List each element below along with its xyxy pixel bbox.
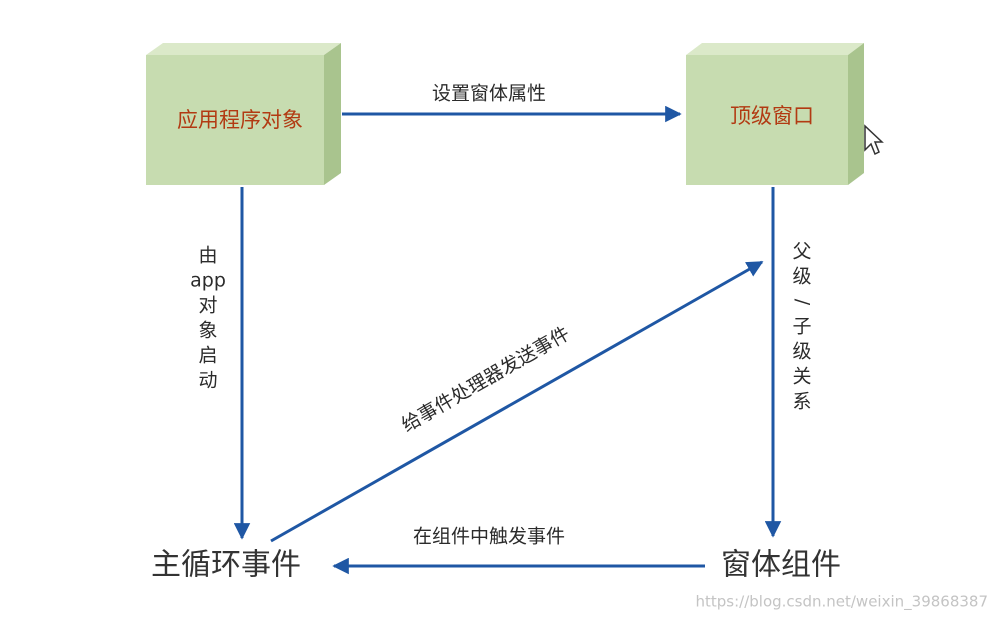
watermark-text: https://blog.csdn.net/weixin_39868387 xyxy=(695,593,988,612)
vertical-label-glyph: 系 xyxy=(792,391,811,413)
main-loop-label: 主循环事件 xyxy=(151,548,301,583)
vertical-label-glyph: 对 xyxy=(198,295,217,317)
app-object-label: 应用程序对象 xyxy=(177,108,303,132)
top-window-box-top xyxy=(686,43,864,55)
app-object-box-face xyxy=(146,55,324,185)
top-window-label: 顶级窗口 xyxy=(730,104,814,128)
app-object-box-side xyxy=(324,43,341,185)
vertical-label-glyph: 启 xyxy=(198,345,217,367)
vertical-label-glyph: 动 xyxy=(198,370,217,392)
mouse-pointer-icon xyxy=(864,124,884,156)
vertical-label-glyph: 级 xyxy=(792,266,811,288)
vertical-label-glyph: 关 xyxy=(792,366,811,388)
window-widget-label: 窗体组件 xyxy=(721,548,841,583)
vertical-label-glyph: / xyxy=(792,299,814,306)
top-window-box-side xyxy=(848,43,864,185)
trigger-in-widget-label: 在组件中触发事件 xyxy=(413,526,565,548)
vertical-label-glyph: 级 xyxy=(792,341,811,363)
app-object-box: 应用程序对象 xyxy=(146,43,341,185)
vertical-label-glyph: 父 xyxy=(792,241,811,263)
app-object-box-top xyxy=(146,43,341,55)
top-window-box-face xyxy=(686,55,848,185)
set-window-props-label: 设置窗体属性 xyxy=(432,83,546,105)
vertical-label-glyph: 子 xyxy=(792,316,811,338)
top-window-box: 顶级窗口 xyxy=(686,43,864,185)
vertical-label-glyph: 象 xyxy=(198,320,217,342)
arrow-loop-to-window xyxy=(270,260,764,543)
vertical-label-glyph: app xyxy=(190,270,226,292)
vertical-label-glyph: 由 xyxy=(198,245,217,267)
